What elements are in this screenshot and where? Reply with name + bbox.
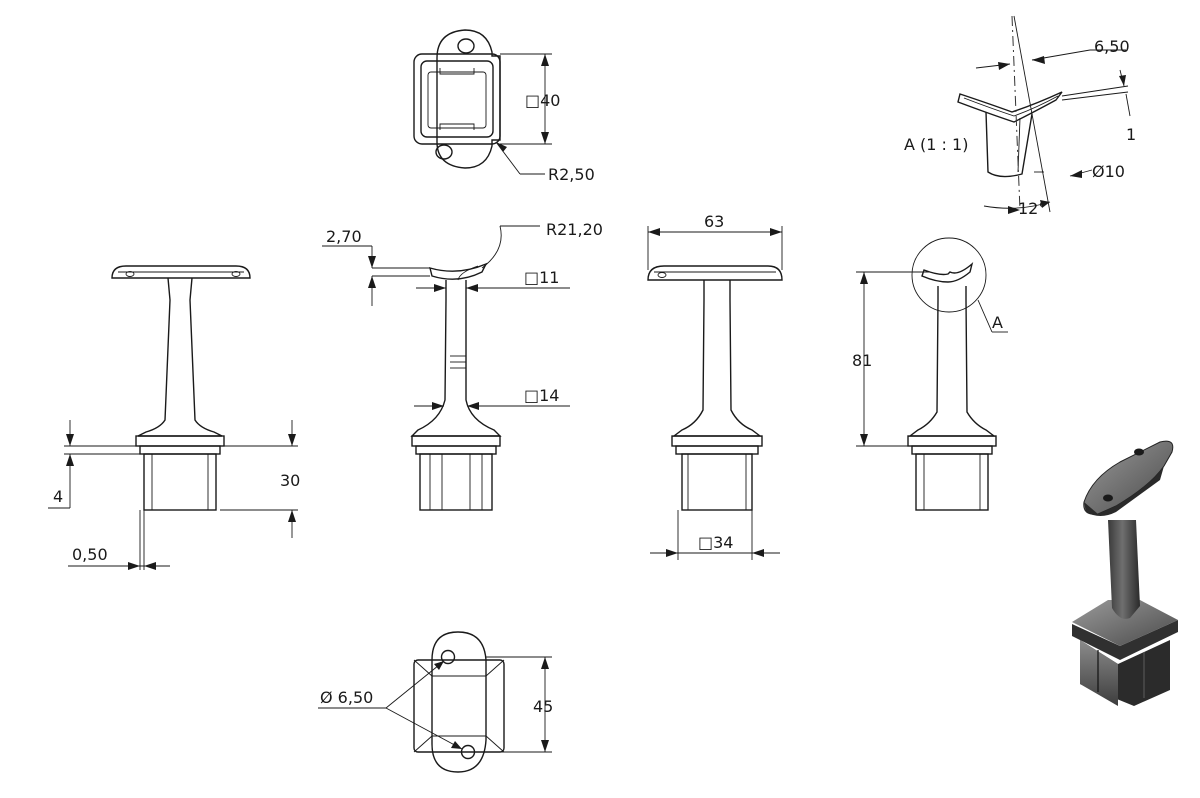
bottom-view: 45 Ø 6,50	[318, 631, 553, 773]
dim-flange-offset: 0,50	[72, 545, 108, 564]
dim-socket-height: 30	[280, 471, 300, 490]
detail-a-view: A (1 : 1) 6,50 1 Ø10 12°	[904, 15, 1136, 218]
detail-ref-label: A	[992, 313, 1003, 332]
dim-flange-thick: 4	[53, 487, 63, 506]
top-view: □40 R2,50	[413, 29, 595, 184]
dim-total-height: 81	[852, 351, 872, 370]
dim-saddle-thick: 2,70	[326, 227, 362, 246]
detail-gap: 1	[1126, 125, 1136, 144]
detail-angle: 12°	[1018, 199, 1046, 218]
dim-saddle-radius: R21,20	[546, 220, 603, 239]
dim-bottom-width: 45	[533, 697, 553, 716]
detail-title: A (1 : 1)	[904, 135, 968, 154]
detail-diameter: Ø10	[1092, 162, 1125, 181]
dim-post-top: □11	[524, 268, 559, 287]
dim-top-radius: R2,50	[548, 165, 595, 184]
side-view-left: 4 30 0,50	[48, 265, 300, 570]
detail-width: 6,50	[1094, 37, 1130, 56]
dim-base-square: □34	[698, 533, 733, 552]
side-view-saddle: R21,20 2,70 □11 □14	[322, 220, 603, 511]
iso-render	[1072, 440, 1178, 706]
dim-post-bottom: □14	[524, 386, 559, 405]
dim-top-square: □40	[525, 91, 560, 110]
dim-saddle-length: 63	[704, 212, 724, 231]
side-view-front: 63 □34	[647, 212, 783, 560]
dim-hole-diameter: Ø 6,50	[320, 688, 373, 707]
side-view-detail-ref: 81 A	[852, 237, 1008, 511]
